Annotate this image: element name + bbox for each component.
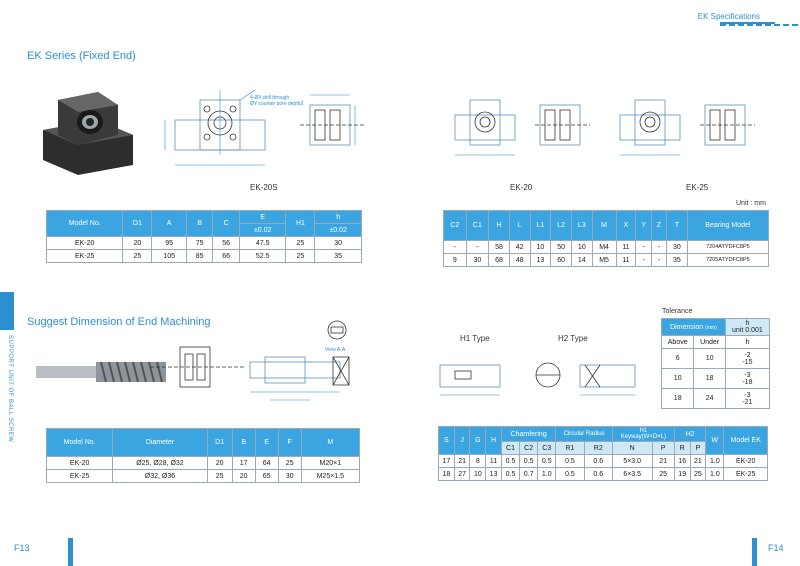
drawing-h2-type	[535, 362, 636, 396]
caption-ek25: EK-25	[686, 183, 709, 192]
th-h-col: h	[724, 335, 771, 349]
counterbore-note: ØY counter bore depthZ	[250, 101, 304, 107]
th-m: M	[591, 210, 617, 241]
view-aa-circle-icon	[327, 320, 347, 340]
drawing-end-machining	[150, 346, 350, 401]
th-model: Model No.	[45, 428, 114, 457]
th-h: H	[488, 210, 510, 241]
th-c: C	[212, 210, 240, 237]
page-number-right: F14	[768, 543, 784, 553]
th-h: H	[485, 426, 502, 455]
h2-type-label: H2 Type	[558, 334, 588, 343]
th-y: Y	[635, 210, 653, 241]
th-h2: H2	[673, 426, 707, 442]
footer-bar-left	[68, 538, 73, 566]
th-h-tol: ±0.02	[314, 223, 362, 237]
drawing-ek25	[619, 99, 755, 156]
th-c1: C1	[465, 210, 490, 241]
th-t: T	[666, 210, 688, 241]
drawing-ek20	[454, 99, 590, 156]
th-dimension: Dimension (mm)	[661, 318, 726, 336]
section-title-fixed-end: EK Series (Fixed End)	[27, 50, 136, 62]
th-l3: L3	[570, 210, 593, 241]
caption-ek20s: EK-20S	[250, 183, 278, 192]
unit-label: Unit : mm	[736, 200, 766, 207]
th-z: Z	[651, 210, 668, 241]
th-model: Model No.	[45, 210, 124, 237]
drawing-ek20s-front	[164, 89, 266, 166]
th-circular-radius: Circular Radius	[555, 426, 613, 442]
th-e: E	[254, 428, 279, 457]
th-b: B	[231, 428, 256, 457]
th-s: S	[438, 426, 455, 455]
sidebar-tab	[0, 292, 14, 330]
th-model-ek: Model EK	[723, 426, 768, 455]
header-dash-rule	[720, 24, 800, 26]
th-m: M	[300, 428, 361, 457]
th-l2: L2	[550, 210, 572, 241]
th-l: L	[508, 210, 531, 241]
th-under: Under	[693, 335, 726, 349]
th-e: E	[238, 210, 287, 224]
th-c2: C2	[443, 210, 467, 241]
page-number-left: F13	[14, 543, 30, 553]
th-diameter: Diameter	[112, 428, 208, 457]
th-g: G	[469, 426, 487, 455]
th-f: F	[277, 428, 302, 457]
tolerance-title: Tolerance	[662, 308, 693, 315]
drawing-ek20s-side	[300, 94, 365, 146]
product-photo-ek	[43, 92, 133, 175]
th-d1: D1	[206, 428, 233, 457]
th-j: J	[453, 426, 471, 455]
view-aa-label: View A-A	[325, 347, 346, 353]
drawing-h1-type	[439, 364, 501, 396]
h1-type-label: H1 Type	[460, 334, 490, 343]
drill-note: 4-ØX drill through	[250, 95, 290, 101]
header-rule	[720, 22, 775, 24]
th-above: Above	[660, 335, 695, 349]
th-x: X	[615, 210, 637, 241]
th-h1: H1	[285, 210, 316, 237]
table-ek-dimensions-2: C2 C1 H L L1 L2 L3 M X Y Z T Bearing Mod…	[443, 210, 770, 267]
table-ek-dimensions-1: Model No. D1 A B C E H1 h ±0.02 ±0.02 EK…	[45, 210, 362, 263]
th-a: A	[151, 210, 187, 237]
footer-bar-right	[752, 538, 757, 566]
section-title-end-machining: Suggest Dimension of End Machining	[27, 316, 211, 328]
th-d1: D1	[122, 210, 153, 237]
page-header-title: EK Specifications	[697, 12, 760, 21]
th-bearing: Bearing Model	[686, 210, 770, 241]
sidebar-label: SUPPORT UNIT OF BALL SCREW	[7, 335, 13, 443]
th-chamfering: Chamfering	[500, 426, 557, 442]
ball-screw-photo	[36, 361, 166, 383]
th-e-tol: ±0.02	[238, 223, 287, 237]
th-l1: L1	[529, 210, 552, 241]
th-w: W	[705, 426, 725, 455]
caption-ek20: EK-20	[510, 183, 533, 192]
th-h: h	[314, 210, 362, 224]
th-b: B	[185, 210, 214, 237]
